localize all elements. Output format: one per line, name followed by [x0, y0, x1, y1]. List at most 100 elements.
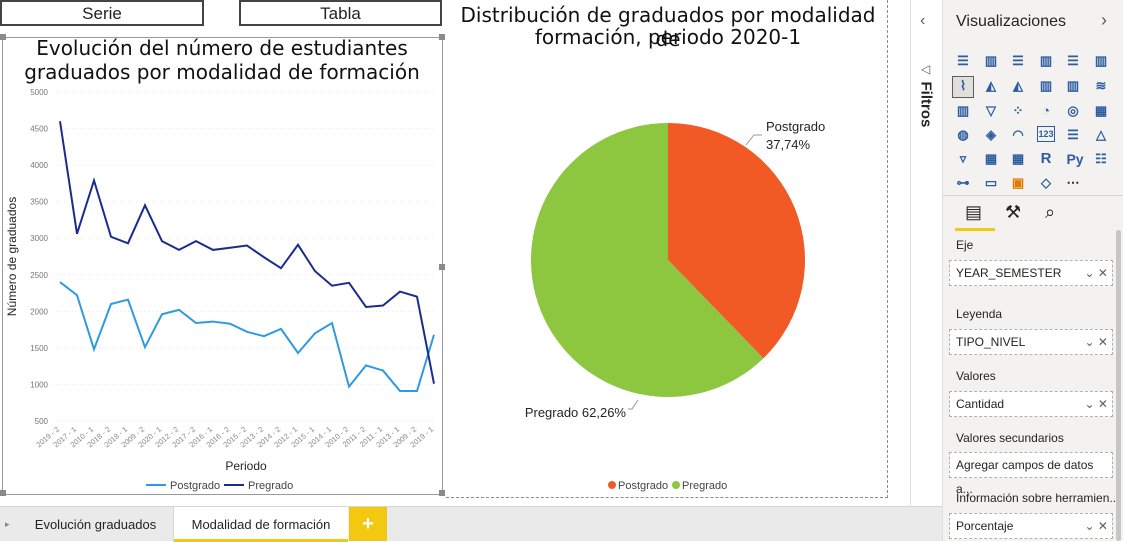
tab-evolucion-graduados[interactable]: Evolución graduados — [18, 507, 174, 542]
legend-label: Postgrado — [618, 480, 668, 492]
fields-tab-icon[interactable]: ▤ — [965, 202, 982, 223]
format-paint-roller-icon[interactable]: ⚒ — [1005, 202, 1021, 223]
kpi-icon[interactable]: △ — [1092, 126, 1110, 144]
stacked-bar-icon[interactable]: ☰ — [954, 52, 972, 70]
chevron-down-close-icon[interactable]: ⌄ ✕ — [1085, 392, 1108, 416]
resize-handle[interactable] — [439, 34, 445, 40]
r-visual-icon[interactable]: R — [1037, 150, 1055, 168]
expand-chevron-icon[interactable]: › — [1101, 10, 1107, 31]
y-axis-title: Número de graduados — [5, 197, 19, 316]
series-line-pregrado — [60, 121, 434, 383]
pie-chart-title-line2: formación, periodo 2020-1 — [452, 25, 884, 49]
analytics-magnifier-icon[interactable]: ⌕ — [1045, 202, 1055, 223]
secondary-values-well[interactable]: Agregar campos de datos a... — [949, 452, 1113, 478]
visual-type-gallery: ☰ ▥ ☰ ▥ ☰ ▥ ⌇ ◭ ◭ ▥ ▥ ≋ ▥ ▽ ⁘ ◔ ◎ ▦ ◍ ◈ … — [951, 48, 1121, 198]
clustered-column-icon[interactable]: ▥ — [1037, 52, 1055, 70]
filters-pane: ‹ ◁ Filtros — [910, 0, 943, 506]
legend-label: Pregrado — [248, 480, 293, 492]
chevron-down-close-icon[interactable]: ⌄ ✕ — [1085, 330, 1108, 354]
qa-icon[interactable]: ▭ — [982, 174, 1000, 192]
leader-line — [746, 135, 762, 145]
waterfall-icon[interactable]: ▥ — [954, 102, 972, 120]
map-icon[interactable]: ◍ — [954, 126, 972, 144]
leader-line — [628, 400, 638, 409]
axis-field-well[interactable]: YEAR_SEMESTER ⌄ ✕ — [949, 260, 1113, 286]
tooltips-field-well[interactable]: Porcentaje ⌄ ✕ — [949, 513, 1113, 539]
y-tick-label: 1000 — [30, 380, 48, 389]
donut-icon[interactable]: ◎ — [1064, 102, 1082, 120]
scatter-icon[interactable]: ⁘ — [1009, 102, 1027, 120]
divider — [943, 195, 1123, 196]
pane-scrollbar[interactable] — [1116, 230, 1121, 541]
values-field-value: Cantidad — [956, 397, 1004, 411]
chevron-down-close-icon[interactable]: ⌄ ✕ — [1085, 514, 1108, 538]
smart-narrative-icon[interactable]: ▣ — [1009, 174, 1027, 192]
fields-tab-indicator — [955, 228, 995, 231]
ribbon-chart-icon[interactable]: ≋ — [1092, 77, 1110, 95]
y-tick-label: 1500 — [30, 344, 48, 353]
y-tick-label: 3500 — [30, 198, 48, 207]
python-visual-icon[interactable]: Py — [1064, 150, 1086, 168]
pie-icon[interactable]: ◔ — [1037, 102, 1055, 120]
line-column-icon[interactable]: ▥ — [1037, 77, 1055, 95]
slicer-icon[interactable]: ▿ — [954, 150, 972, 168]
100-bar-icon[interactable]: ☰ — [1064, 52, 1082, 70]
legend-well-label: Leyenda — [956, 307, 1002, 321]
key-influencers-icon[interactable]: ☷ — [1092, 150, 1110, 168]
tooltips-field-value: Porcentaje — [956, 519, 1013, 533]
y-tick-label: 2000 — [30, 307, 48, 316]
line-chart-plot: 5001000150020002500300035004000450050002… — [0, 84, 444, 496]
tab-modalidad-formacion[interactable]: Modalidad de formación — [174, 507, 348, 542]
line-chart-title-line2: graduados por modalidad de formación — [8, 60, 436, 84]
filled-map-icon[interactable]: ◈ — [982, 126, 1000, 144]
axis-field-value: YEAR_SEMESTER — [956, 266, 1061, 280]
card-icon[interactable]: 123 — [1037, 126, 1055, 142]
multi-row-card-icon[interactable]: ☰ — [1064, 126, 1082, 144]
legend-field-well[interactable]: TIPO_NIVEL ⌄ ✕ — [949, 329, 1113, 355]
y-tick-label: 3000 — [30, 234, 48, 243]
treemap-icon[interactable]: ▦ — [1092, 102, 1110, 120]
postgrado-percent-label: 37,74% — [766, 137, 811, 152]
series-line-postgrado — [60, 282, 434, 391]
add-page-button[interactable]: + — [349, 507, 387, 541]
values-well-label: Valores — [956, 369, 996, 383]
pregrado-data-label: Pregrado 62,26% — [525, 405, 627, 420]
serie-button[interactable]: Serie — [0, 0, 204, 26]
resize-handle[interactable] — [0, 34, 6, 40]
x-axis-title: Periodo — [225, 459, 267, 473]
line-chart-title-line1: Evolución del número de estudiantes — [8, 36, 436, 60]
scroll-left-icon[interactable]: ▸ — [5, 507, 10, 542]
chevron-down-close-icon[interactable]: ⌄ ✕ — [1085, 261, 1108, 285]
y-tick-label: 4500 — [30, 125, 48, 134]
line-chart-icon[interactable]: ⌇ — [952, 76, 974, 98]
tabla-button[interactable]: Tabla — [239, 0, 442, 26]
collapse-chevron-icon[interactable]: ‹ — [920, 12, 925, 30]
page-tab-bar: ▸ Evolución graduados Modalidad de forma… — [0, 506, 942, 541]
legend-label: Postgrado — [170, 480, 220, 492]
area-chart-icon[interactable]: ◭ — [982, 77, 1000, 95]
tooltips-well-label: Información sobre herramien... — [956, 491, 1119, 505]
y-tick-label: 5000 — [30, 88, 48, 97]
values-field-well[interactable]: Cantidad ⌄ ✕ — [949, 391, 1113, 417]
funnel-icon[interactable]: ▽ — [982, 102, 1000, 120]
stacked-area-icon[interactable]: ◭ — [1009, 77, 1027, 95]
legend-field-value: TIPO_NIVEL — [956, 335, 1025, 349]
legend-swatch — [672, 481, 680, 489]
clustered-bar-icon[interactable]: ☰ — [1009, 52, 1027, 70]
matrix-icon[interactable]: ▦ — [1009, 150, 1027, 168]
gauge-icon[interactable]: ◠ — [1009, 126, 1027, 144]
y-tick-label: 2500 — [30, 271, 48, 280]
table-icon[interactable]: ▦ — [982, 150, 1000, 168]
filter-icon: ◁ — [921, 62, 930, 76]
visualizations-title: Visualizaciones — [956, 13, 1066, 31]
stacked-column-icon[interactable]: ▥ — [982, 52, 1000, 70]
filters-label[interactable]: Filtros — [918, 82, 935, 140]
more-visuals-icon[interactable]: ⋯ — [1064, 174, 1082, 192]
axis-well-label: Eje — [956, 238, 973, 252]
shape-map-icon[interactable]: ◇ — [1037, 174, 1055, 192]
y-tick-label: 500 — [35, 417, 49, 426]
100-column-icon[interactable]: ▥ — [1092, 52, 1110, 70]
line-clustered-column-icon[interactable]: ▥ — [1064, 77, 1082, 95]
decomposition-tree-icon[interactable]: ⊶ — [954, 174, 972, 192]
